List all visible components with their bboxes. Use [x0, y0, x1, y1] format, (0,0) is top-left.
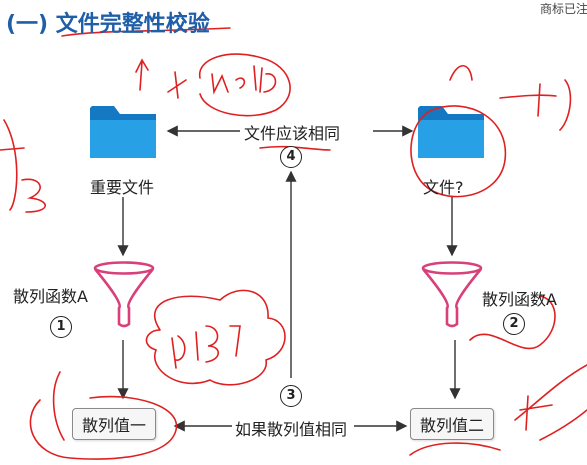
edge-label-if-hash-equal: 如果散列值相同: [235, 420, 348, 439]
edge-label-files-should-match: 文件应该相同: [244, 124, 341, 143]
step-badge-1: 1: [50, 316, 72, 338]
node-hash-function-right: 散列函数A: [482, 290, 557, 309]
step-badge-4: 4: [280, 146, 302, 168]
node-important-file: 重要文件: [90, 178, 155, 197]
hash-value-one-box: 散列值一: [72, 408, 157, 440]
step-badge-2: 2: [503, 313, 525, 335]
hash-value-two-box: 散列值二: [410, 408, 495, 440]
watermark-text: 商标已注: [540, 2, 587, 16]
funnel-icon: [421, 261, 483, 328]
step-badge-3: 3: [280, 385, 302, 407]
folder-icon: [418, 106, 484, 158]
folder-icon: [90, 106, 156, 158]
funnel-icon: [93, 261, 155, 328]
node-unknown-file: 文件?: [423, 178, 464, 197]
page-title: (一) 文件完整性校验: [6, 12, 210, 37]
annotation-marks: [0, 27, 587, 460]
node-hash-function-left: 散列函数A: [13, 287, 88, 306]
